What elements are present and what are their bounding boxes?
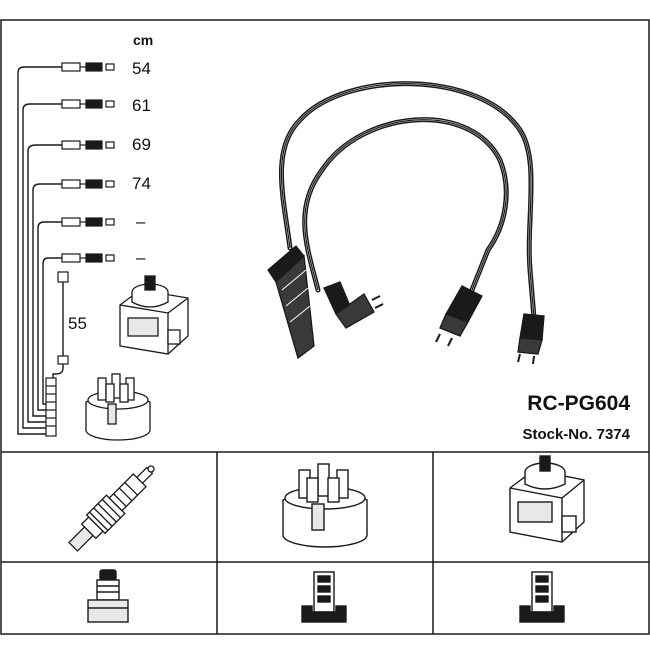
- spark-plug-boot: [267, 245, 315, 360]
- terminal-type-coil: [519, 571, 565, 623]
- distributor-cap-large-illustration: [282, 463, 368, 548]
- terminal-boot-2: [517, 313, 545, 365]
- part-number: RC-PG604: [527, 392, 630, 415]
- terminal-type-cap: [301, 571, 347, 623]
- connector-5: [61, 217, 115, 227]
- lead-wires: [17, 66, 64, 435]
- connector-69: [61, 140, 115, 150]
- connector-61: [61, 99, 115, 109]
- length-label-1: 54: [132, 59, 151, 78]
- connector-54: [61, 62, 115, 72]
- coil-length-label: 55: [68, 314, 87, 333]
- connector-74: [61, 179, 115, 189]
- length-label-6: –: [136, 248, 146, 267]
- angled-boot: [323, 281, 384, 329]
- panel-grid: [0, 19, 650, 635]
- spark-plug-illustration: [68, 465, 155, 552]
- stock-number: Stock-No. 7374: [522, 426, 630, 443]
- connector-6: [61, 253, 115, 263]
- ignition-coil-large-illustration: [509, 455, 585, 543]
- length-label-5: –: [136, 212, 146, 231]
- terminal-type-plug: [87, 569, 129, 623]
- lead-length-chart: cm: [17, 32, 153, 437]
- terminal-boot-1: [435, 285, 483, 347]
- lead-connectors: [45, 62, 115, 437]
- length-label-2: 61: [132, 96, 151, 115]
- cable-illustration: [267, 81, 545, 365]
- length-label-3: 69: [132, 135, 151, 154]
- length-label-4: 74: [132, 174, 151, 193]
- unit-label: cm: [133, 32, 153, 48]
- ignition-coil-illustration: [119, 275, 189, 355]
- distributor-cap-illustration: [85, 373, 151, 441]
